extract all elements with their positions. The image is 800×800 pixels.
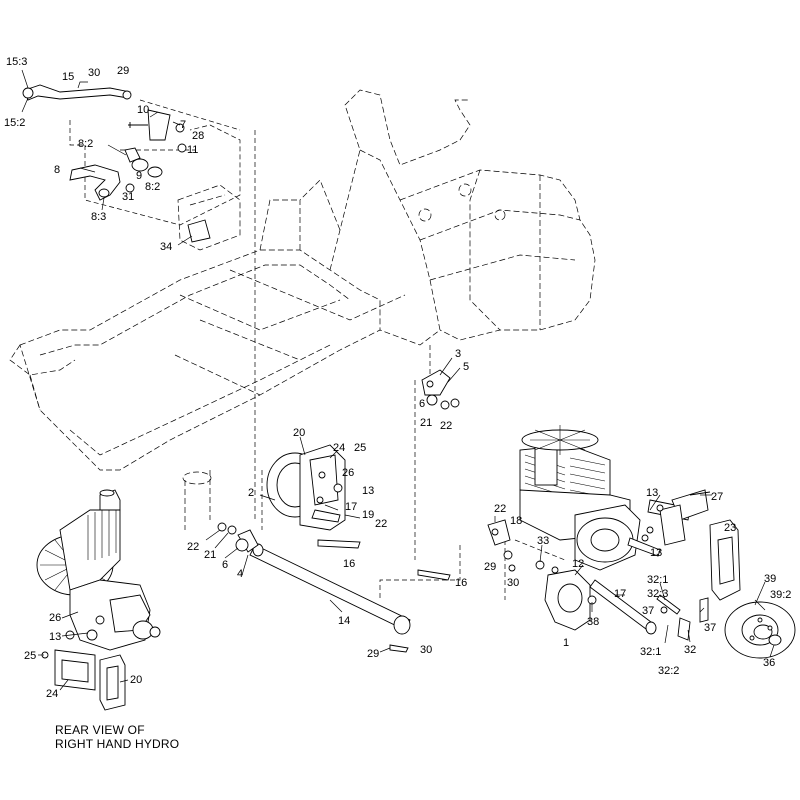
- callout-label: 19: [362, 509, 374, 521]
- callout-label: 16: [343, 558, 355, 570]
- caption-line-2: RIGHT HAND HYDRO: [55, 737, 179, 751]
- callout-label: 22: [494, 503, 506, 515]
- callout-label: 22: [440, 420, 452, 432]
- callout-label: 13: [362, 485, 374, 497]
- callout-label: 5: [463, 361, 469, 373]
- torque-rod-14: [205, 522, 411, 653]
- callout-label: 1: [563, 637, 569, 649]
- callout-label: 3: [455, 348, 461, 360]
- callout-label: 26: [49, 612, 61, 624]
- callout-label: 8: [54, 164, 60, 176]
- callout-label: 28: [192, 130, 204, 142]
- callout-label: 13: [646, 487, 658, 499]
- right-hydro-unit: [519, 425, 712, 571]
- callout-label: 34: [160, 241, 172, 253]
- callout-label: 32:1: [640, 646, 661, 658]
- callout-label: 30: [88, 67, 100, 79]
- callout-label: 13: [49, 631, 61, 643]
- callout-label: 15:3: [6, 56, 27, 68]
- callout-label: 30: [507, 577, 519, 589]
- rear-view-hydro: [36, 489, 161, 711]
- steering-linkage: [21, 69, 211, 246]
- callout-label: 13: [650, 547, 662, 559]
- callout-label: 33: [537, 535, 549, 547]
- callout-label: 24: [46, 688, 58, 700]
- callout-label: 22: [375, 518, 387, 530]
- callout-label: 39:2: [770, 589, 791, 601]
- left-brake-assembly: [259, 436, 361, 549]
- mid-bracket-assembly: [421, 357, 461, 410]
- callout-label: 4: [237, 568, 243, 580]
- callout-label: 37: [642, 605, 654, 617]
- callout-label: 10: [137, 104, 149, 116]
- callout-label: 29: [117, 65, 129, 77]
- callout-label: 20: [130, 674, 142, 686]
- callout-label: 11: [187, 144, 198, 156]
- callout-label: 15:2: [4, 117, 25, 129]
- callout-label: 31: [122, 191, 134, 203]
- callout-label: 22: [187, 541, 199, 553]
- callout-label: 24: [333, 442, 345, 454]
- callout-label: 27: [711, 491, 723, 503]
- right-bracket-hardware: [641, 491, 711, 546]
- callout-label: 32: [684, 644, 696, 656]
- right-hydro-hardware: [417, 516, 796, 659]
- callout-label: 17: [345, 501, 357, 513]
- callout-label: 21: [420, 417, 432, 429]
- callout-label: 21: [204, 549, 216, 561]
- chassis-frame: [9, 89, 596, 600]
- callout-label: 38: [587, 616, 599, 628]
- callout-label: 18: [510, 515, 522, 527]
- callout-label: 6: [222, 559, 228, 571]
- caption-line-1: REAR VIEW OF: [55, 723, 145, 737]
- callout-label: 32:1: [647, 574, 668, 586]
- callout-label: 17: [614, 588, 626, 600]
- callout-label: 14: [338, 615, 350, 627]
- callout-label: 29: [367, 648, 379, 660]
- callout-label: 7: [180, 119, 186, 131]
- callout-label: 16: [455, 577, 467, 589]
- callout-label: 2: [248, 487, 254, 499]
- callout-label: 32:2: [658, 665, 679, 677]
- callout-label: 32:3: [647, 588, 668, 600]
- callout-label: 25: [24, 650, 36, 662]
- callout-label: 39: [764, 573, 776, 585]
- rear-view-caption: REAR VIEW OF RIGHT HAND HYDRO: [55, 723, 179, 751]
- callout-label: 9: [136, 170, 142, 182]
- callout-label: 6: [419, 398, 425, 410]
- callout-label: 15: [62, 71, 74, 83]
- callout-label: 37: [704, 622, 716, 634]
- callout-label: 8:2: [145, 181, 160, 193]
- callout-label: 20: [293, 427, 305, 439]
- callout-label: 26: [342, 467, 354, 479]
- callout-labels: 15:3 15 30 29 15:2 10 7 28 8:2 11 8 9 8:…: [4, 56, 791, 700]
- callout-label: 23: [724, 522, 736, 534]
- callout-label: 25: [354, 442, 366, 454]
- callout-label: 8:2: [78, 138, 93, 150]
- callout-label: 36: [763, 657, 775, 669]
- callout-label: 12: [572, 558, 584, 570]
- callout-label: 30: [420, 644, 432, 656]
- callout-label: 29: [484, 561, 496, 573]
- callout-label: 8:3: [91, 211, 106, 223]
